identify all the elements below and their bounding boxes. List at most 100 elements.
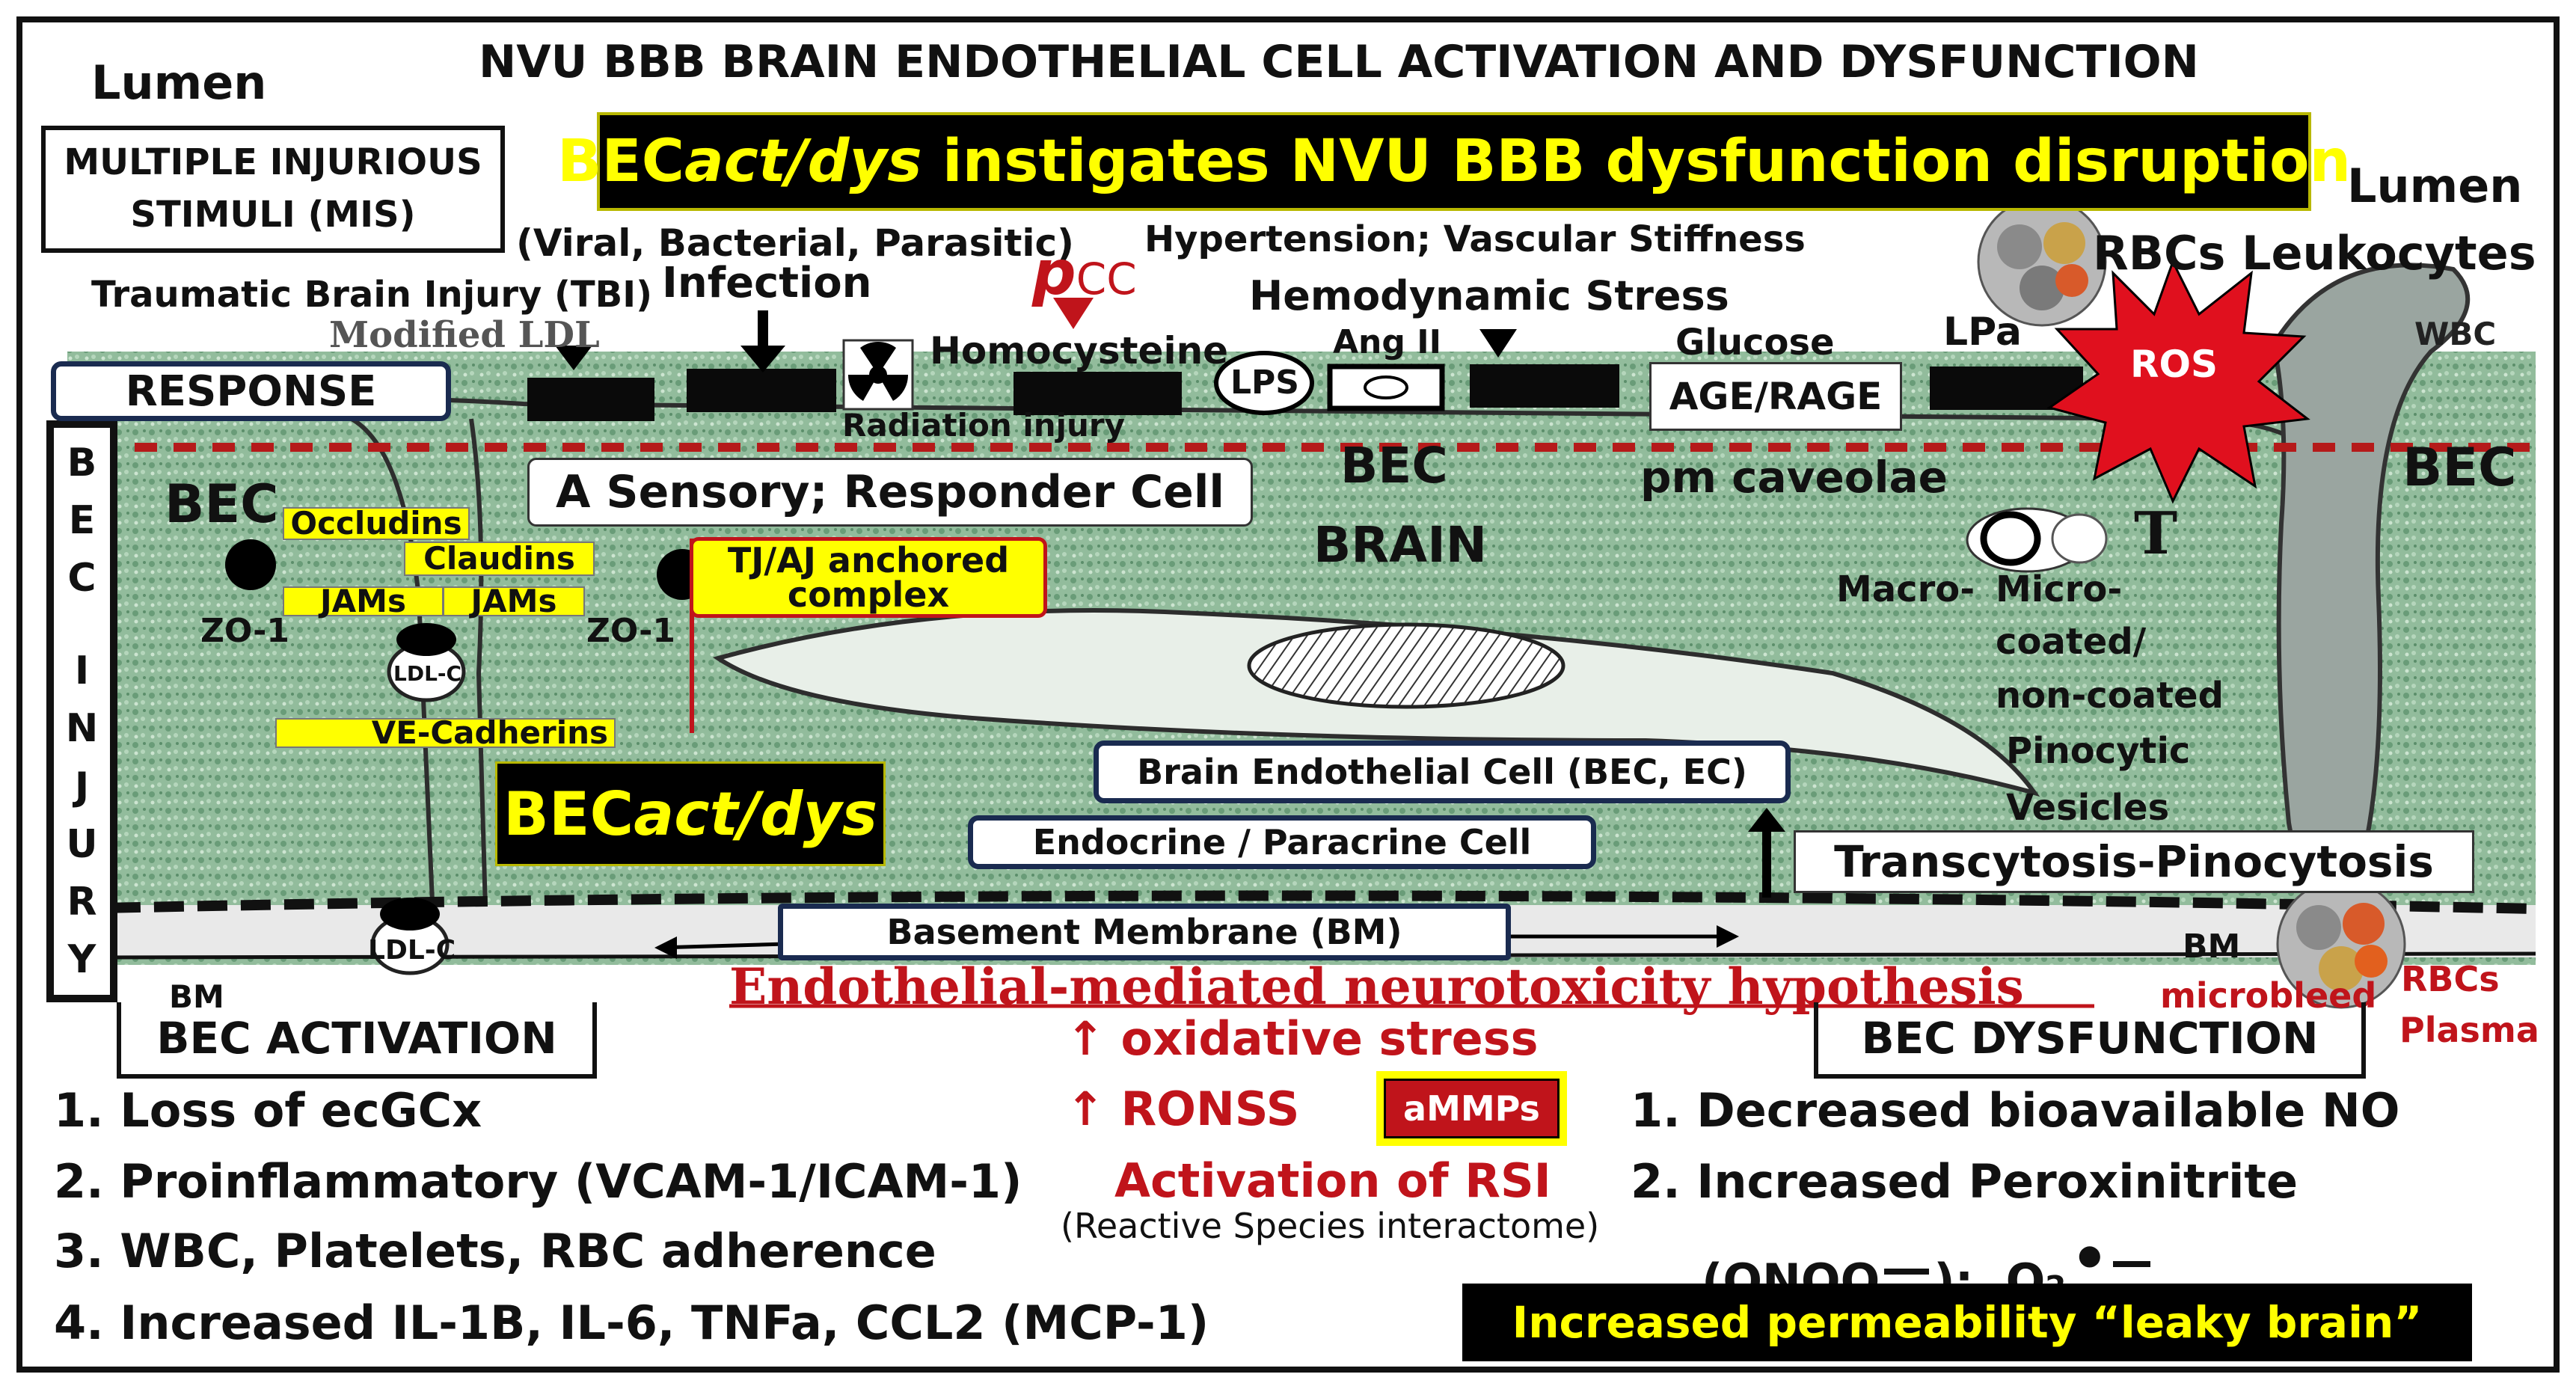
superoxide-minus xyxy=(2113,1261,2151,1267)
jams-label-2: JAMs xyxy=(443,586,585,617)
wbc-column xyxy=(2271,263,2471,892)
macro-label: Macro- xyxy=(1836,568,1975,610)
micro-noncoated xyxy=(2051,513,2108,564)
hypothesis-label: Endothelial-mediated neurotoxicity hypot… xyxy=(729,957,2024,1016)
lpa-label: LPa xyxy=(1943,310,2022,355)
jams-label-1: JAMs xyxy=(283,586,444,617)
activation-item: 1. Loss of ecGCx xyxy=(54,1083,482,1138)
ammps-label: aMMPs xyxy=(1403,1088,1540,1129)
bm-right-label: BM xyxy=(2183,927,2241,966)
pcc-cc: CC xyxy=(1076,254,1137,304)
stimulus-bar-2 xyxy=(687,369,836,412)
banner-rest: instigates NVU BBB dysfunction disruptio… xyxy=(921,128,2352,195)
mis-label: MULTIPLE INJURIOUS STIMULI (MIS) xyxy=(64,141,482,236)
zo1-dot-left xyxy=(225,539,276,590)
bec-injury-letter: J xyxy=(74,764,90,809)
ldlc-top-cap xyxy=(396,623,456,656)
transcytosis-arrow-head xyxy=(1748,808,1785,832)
ang-label: Ang II xyxy=(1333,323,1441,361)
activation-item: 2. Proinflammatory (VCAM-1/ICAM-1) xyxy=(54,1154,1022,1209)
bec-injury-letter: N xyxy=(65,706,99,752)
radiation-blade-2 xyxy=(878,375,909,401)
oxidative-label: ↑ oxidative stress xyxy=(1066,1011,1539,1066)
lps-label: LPS xyxy=(1230,364,1299,402)
rbc-cluster-top xyxy=(1977,197,2107,327)
age-rage-box: AGE/RAGE xyxy=(1649,362,1902,431)
vesicle-line: Pinocytic xyxy=(2006,730,2191,772)
superoxide-radical: • xyxy=(2070,1224,2109,1293)
bec-injury-letter: B xyxy=(67,441,97,486)
response-box: RESPONSE xyxy=(51,361,451,421)
vesicle-line: non-coated xyxy=(1996,675,2224,717)
bec-center-label: BEC xyxy=(1340,437,1448,494)
brain-label: BRAIN xyxy=(1313,516,1487,574)
brain-ec-box: Brain Endothelial Cell (BEC, EC) xyxy=(1094,741,1791,803)
banner-prefix: BEC xyxy=(556,128,684,195)
basement-box: Basement Membrane (BM) xyxy=(778,904,1511,960)
hypertension-label: Hypertension; Vascular Stiffness xyxy=(1144,218,1806,260)
bec-left-label: BEC xyxy=(165,473,279,535)
infection-label: Infection xyxy=(662,259,872,307)
ldlc-top-label: LDL-C xyxy=(393,661,462,686)
bm-left-label: BM xyxy=(169,978,224,1015)
transcytosis-label: Transcytosis-Pinocytosis xyxy=(1834,836,2434,887)
zo1-right-label: ZO-1 xyxy=(586,612,676,650)
leaky-box: Increased permeability “leaky brain” xyxy=(1462,1284,2472,1361)
sensory-label: A Sensory; Responder Cell xyxy=(556,466,1224,518)
lps-oval xyxy=(1214,351,1314,415)
stimulus-bar-4 xyxy=(1470,364,1619,408)
lumen-left-label: Lumen xyxy=(91,55,267,110)
arrow-modldl xyxy=(555,346,592,370)
brain-ec-label: Brain Endothelial Cell (BEC, EC) xyxy=(1137,752,1747,792)
basement-label: Basement Membrane (BM) xyxy=(886,912,1402,952)
t-letter: T xyxy=(2134,500,2178,568)
rbcs-leukocytes-label: RBCs Leukocytes xyxy=(2093,226,2536,280)
response-label: RESPONSE xyxy=(125,367,377,416)
micro-label: Micro- xyxy=(1996,568,2123,610)
glucose-label: Glucose xyxy=(1675,322,1835,364)
ldlc-bottom-cap xyxy=(380,898,440,930)
bec-right-label: BEC xyxy=(2402,437,2517,498)
dysfunction-header: BEC DYSFUNCTION xyxy=(1814,1002,2366,1079)
pcc-label: pCC xyxy=(1032,238,1137,309)
tjaj-label: TJ/AJ anchored complex xyxy=(727,540,1010,615)
tjaj-box: TJ/AJ anchored complex xyxy=(690,537,1047,618)
radiation-label: Radiation injury xyxy=(842,407,1126,444)
endocrine-label: Endocrine / Paracrine Cell xyxy=(1032,822,1532,862)
basement-membrane-line xyxy=(67,890,2536,914)
activation-item: 3. WBC, Platelets, RBC adherence xyxy=(54,1224,936,1278)
bm-arrow-right-head xyxy=(1717,925,1739,948)
homocysteine-label: Homocysteine xyxy=(930,329,1229,372)
microbleed-label: microbleed xyxy=(2160,975,2377,1016)
pcc-arrow xyxy=(1053,298,1094,329)
bec-injury-letter: Y xyxy=(67,936,96,982)
hemodynamic-label: Hemodynamic Stress xyxy=(1249,272,1729,319)
ldlc-bottom-label: LDL-C xyxy=(368,935,456,966)
ve-cadherins-label: VE-Cadherins xyxy=(275,717,616,749)
becact-italic: act/dys xyxy=(634,779,878,849)
bm-arrow-left-head xyxy=(654,936,677,959)
claudins-label: Claudins xyxy=(404,542,595,576)
bec-injury-bar: B E C I N J U R Y xyxy=(46,420,117,1002)
dysfunction-item: 1. Decreased bioavailable NO xyxy=(1631,1083,2400,1138)
radiation-blade-1 xyxy=(860,342,896,375)
bec-injury-letter: R xyxy=(67,879,97,925)
activation-header-label: BEC ACTIVATION xyxy=(156,1013,557,1064)
endocrine-box: Endocrine / Paracrine Cell xyxy=(968,815,1596,869)
stimulus-bar-3 xyxy=(1013,372,1182,415)
rsi-label: Activation of RSI xyxy=(1114,1153,1551,1208)
infection-arrow-head xyxy=(740,346,785,372)
occludins-label: Occludins xyxy=(283,507,470,540)
ros-burst xyxy=(2046,259,2310,504)
vesicle-line: Vesicles xyxy=(2006,787,2170,829)
ronss-label: ↑ RONSS xyxy=(1066,1082,1300,1136)
stimulus-bar-1 xyxy=(527,378,654,421)
sensory-box: A Sensory; Responder Cell xyxy=(527,458,1253,527)
viral-label: (Viral, Bacterial, Parasitic) xyxy=(516,221,1074,265)
rsi-sub-label: (Reactive Species interactome) xyxy=(1061,1206,1600,1246)
diagram-frame xyxy=(16,16,2560,1373)
leaky-label: Increased permeability “leaky brain” xyxy=(1512,1297,2423,1348)
bec-injury-letter: C xyxy=(67,556,96,601)
